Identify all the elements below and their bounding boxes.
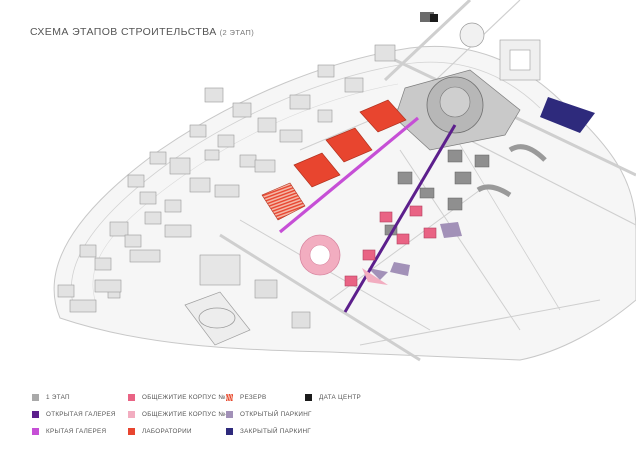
stage1-towers bbox=[384, 149, 490, 236]
dorm-building-3 bbox=[344, 205, 437, 287]
legend-item-open-gallery: ОТКРЫТАЯ ГАЛЕРЕЯ bbox=[32, 411, 116, 418]
reserve-block bbox=[261, 182, 306, 221]
legend-swatch bbox=[128, 394, 135, 401]
stadium bbox=[184, 254, 311, 346]
covered-gallery bbox=[278, 116, 420, 234]
legend-label: 1 ЭТАП bbox=[46, 394, 70, 401]
title-main: СХЕМА ЭТАПОВ СТРОИТЕЛЬСТВА bbox=[30, 26, 217, 38]
legend-swatch bbox=[128, 411, 135, 418]
legend-item-labs: ЛАБОРАТОРИИ bbox=[128, 428, 192, 435]
legend-item-open-parking: ОТКРЫТЫЙ ПАРКИНГ bbox=[226, 411, 312, 418]
legend-label: ЛАБОРАТОРИИ bbox=[142, 428, 192, 435]
page-title: СХЕМА ЭТАПОВ СТРОИТЕЛЬСТВА(2 ЭТАП) bbox=[30, 26, 254, 38]
legend-item-datacenter: ДАТА ЦЕНТР bbox=[305, 394, 361, 401]
legend-item-reserve: РЕЗЕРВ bbox=[226, 394, 266, 401]
closed-parking bbox=[540, 97, 595, 133]
central-hub bbox=[394, 12, 521, 151]
legend-swatch bbox=[305, 394, 312, 401]
legend-swatch bbox=[226, 411, 233, 418]
legend-label: ОБЩЕЖИТИЕ КОРПУС №4 bbox=[142, 411, 230, 418]
laboratories bbox=[293, 99, 407, 188]
datacenter bbox=[430, 14, 438, 22]
legend-label: ЗАКРЫТЫЙ ПАРКИНГ bbox=[240, 428, 312, 435]
legend-item-covered-gallery: КРЫТАЯ ГАЛЕРЕЯ bbox=[32, 428, 106, 435]
legend-item-dorm3: ОБЩЕЖИТИЕ КОРПУС №3 bbox=[128, 394, 229, 401]
legend: 1 ЭТАП ОТКРЫТАЯ ГАЛЕРЕЯ КРЫТАЯ ГАЛЕРЕЯ О… bbox=[32, 390, 632, 450]
legend-label: РЕЗЕРВ bbox=[240, 394, 267, 401]
title-stage: (2 ЭТАП) bbox=[219, 28, 255, 37]
legend-item-dorm4: ОБЩЕЖИТИЕ КОРПУС №4 bbox=[128, 411, 229, 418]
dorm-building-4 bbox=[299, 234, 388, 285]
stage1-buildings bbox=[57, 44, 396, 313]
legend-swatch bbox=[128, 428, 135, 435]
stage1-complex-ne bbox=[499, 39, 541, 81]
legend-label: ОТКРЫТАЯ ГАЛЕРЕЯ bbox=[46, 411, 116, 418]
legend-swatch bbox=[226, 428, 233, 435]
legend-label: ОТКРЫТЫЙ ПАРКИНГ bbox=[240, 411, 312, 418]
legend-swatch bbox=[32, 411, 39, 418]
legend-item-stage1: 1 ЭТАП bbox=[32, 394, 70, 401]
legend-swatch bbox=[32, 428, 39, 435]
open-parking bbox=[368, 222, 462, 280]
legend-label: ДАТА ЦЕНТР bbox=[319, 394, 362, 401]
legend-swatch bbox=[226, 394, 233, 401]
legend-swatch bbox=[32, 394, 39, 401]
legend-label: КРЫТАЯ ГАЛЕРЕЯ bbox=[46, 428, 107, 435]
open-gallery bbox=[343, 124, 457, 313]
legend-label: ОБЩЕЖИТИЕ КОРПУС №3 bbox=[142, 394, 230, 401]
legend-item-closed-parking: ЗАКРЫТЫЙ ПАРКИНГ bbox=[226, 428, 311, 435]
stage1-arcs bbox=[476, 144, 547, 198]
